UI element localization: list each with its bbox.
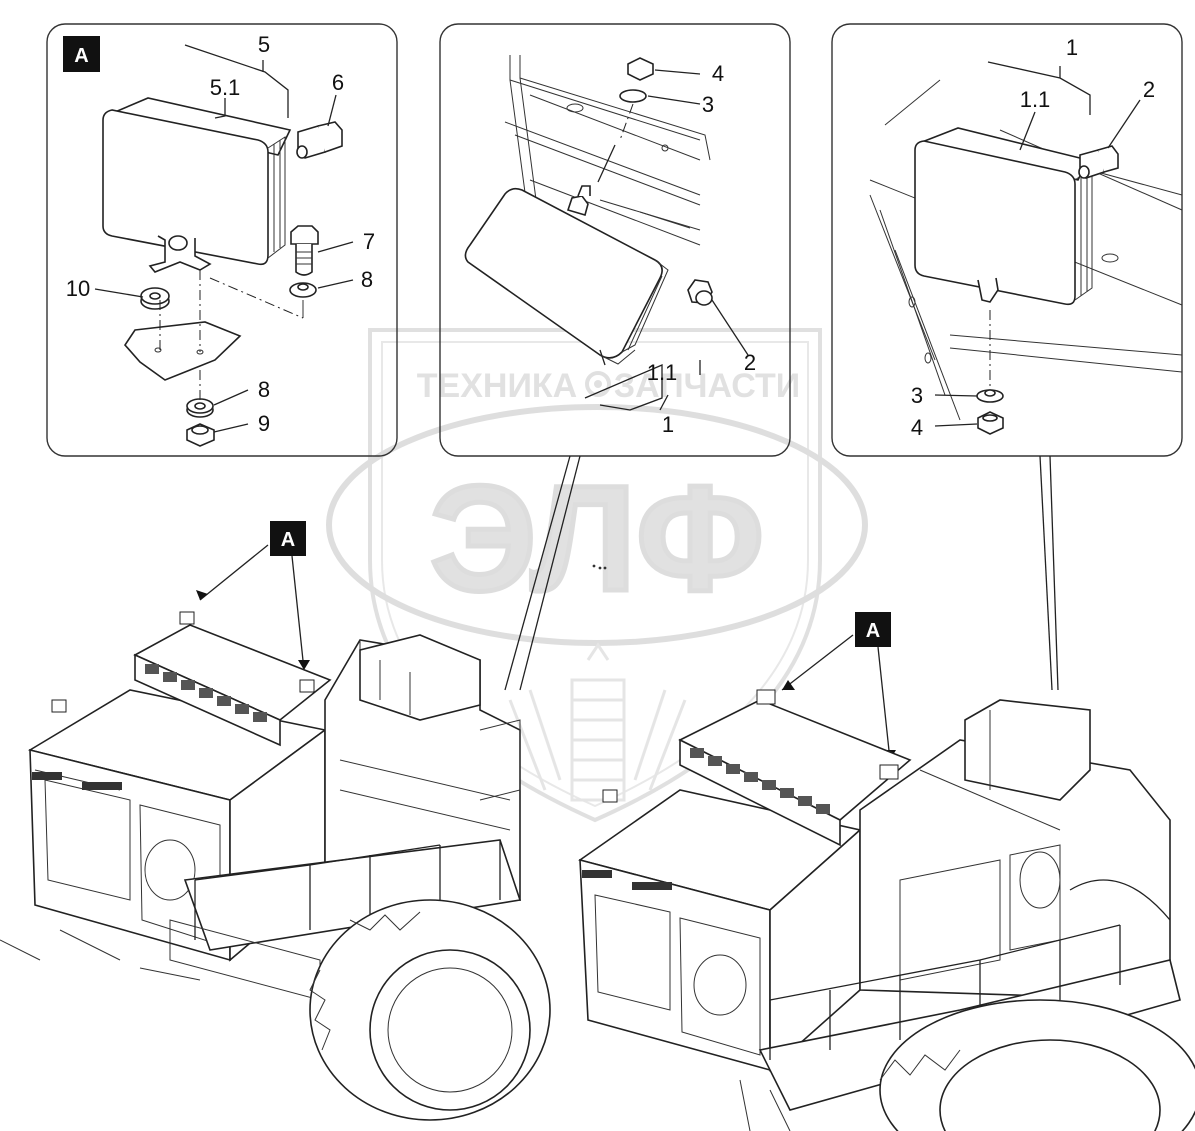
bulb bbox=[296, 121, 343, 159]
callout-2: 2 bbox=[744, 350, 756, 375]
cab-lights bbox=[32, 699, 122, 790]
watermark-text-left: ТЕХНИКА bbox=[417, 367, 577, 405]
machine-right: A bbox=[578, 612, 1195, 1131]
callout-6: 6 bbox=[332, 70, 344, 95]
compactor-wheel bbox=[879, 999, 1195, 1131]
machine-left: A bbox=[0, 521, 551, 1121]
gear-icon bbox=[585, 371, 611, 397]
callout-9: 9 bbox=[258, 411, 270, 436]
callout-2: 2 bbox=[1143, 77, 1155, 102]
cab-lights bbox=[582, 789, 672, 890]
light-bar-cells bbox=[145, 664, 267, 722]
callout-8-upper: 8 bbox=[361, 267, 373, 292]
callout-3: 3 bbox=[911, 383, 923, 408]
bulb bbox=[1078, 145, 1119, 179]
callout-1: 1 bbox=[1066, 35, 1078, 60]
detail-panel-middle: 4 3 2 1.1 1 bbox=[439, 23, 791, 457]
panel-right-frame bbox=[831, 23, 1183, 457]
washer bbox=[619, 89, 647, 103]
detail-badge-left: A bbox=[63, 36, 100, 72]
bolt bbox=[290, 225, 319, 276]
callout-5-1: 5.1 bbox=[210, 75, 241, 100]
detail-badge-machine-right: A bbox=[855, 612, 891, 647]
washer bbox=[976, 389, 1004, 403]
watermark-text-big: ЭЛФ bbox=[430, 454, 764, 622]
callout-1: 1 bbox=[662, 412, 674, 437]
panel-middle-frame bbox=[439, 23, 791, 457]
lower-washer bbox=[186, 398, 214, 418]
washer bbox=[289, 282, 317, 298]
callout-8-lower: 8 bbox=[258, 377, 270, 402]
work-lamp-marker bbox=[179, 611, 315, 693]
callout-1-1: 1.1 bbox=[1020, 87, 1051, 112]
watermark: ТЕХНИКА ЗАПЧАСТИ ЭЛФ bbox=[326, 328, 868, 823]
detail-badge-machine-left: A bbox=[270, 521, 306, 556]
callout-10: 10 bbox=[66, 276, 90, 301]
detail-panel-right: 1 1.1 2 3 4 bbox=[831, 23, 1183, 457]
grommet bbox=[140, 287, 170, 310]
detail-panel-left: A bbox=[46, 23, 398, 457]
work-lamp bbox=[464, 144, 669, 365]
svg-text:A: A bbox=[74, 45, 88, 67]
mounting-plate bbox=[123, 321, 242, 381]
callout-3: 3 bbox=[702, 92, 714, 117]
bulb bbox=[687, 279, 713, 306]
panel-left-frame bbox=[46, 23, 398, 457]
work-lamp-marker bbox=[756, 689, 899, 780]
callout-4: 4 bbox=[712, 61, 724, 86]
compactor-wheel bbox=[309, 899, 551, 1121]
nut bbox=[627, 57, 654, 81]
nut bbox=[186, 423, 215, 447]
light-bar-cells bbox=[690, 748, 830, 814]
work-lamp bbox=[914, 127, 1093, 306]
wheat-icon bbox=[508, 642, 687, 802]
svg-text:A: A bbox=[281, 529, 295, 551]
callout-1-1: 1.1 bbox=[647, 360, 678, 385]
svg-text:A: A bbox=[866, 620, 880, 642]
nut bbox=[977, 411, 1004, 435]
center-marks bbox=[592, 564, 607, 570]
callout-5: 5 bbox=[258, 32, 270, 57]
work-lamp bbox=[102, 97, 292, 273]
watermark-oval bbox=[326, 404, 868, 646]
watermark-text-right: ЗАПЧАСТИ bbox=[614, 367, 800, 405]
callout-7: 7 bbox=[363, 229, 375, 254]
callout-4: 4 bbox=[911, 415, 923, 440]
